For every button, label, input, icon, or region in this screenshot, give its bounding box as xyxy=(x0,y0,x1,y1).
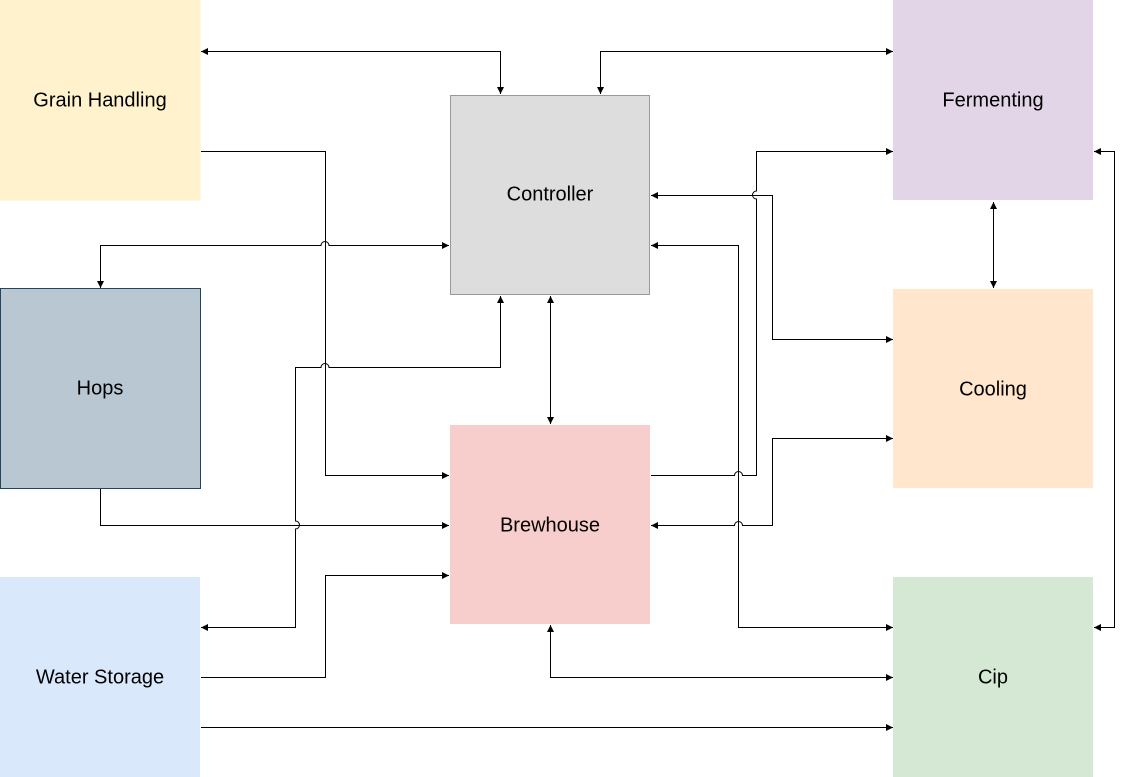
node-cooling-label: Cooling xyxy=(959,378,1027,400)
node-fermenting[interactable]: Fermenting xyxy=(893,0,1093,200)
edge-cooling-brewhouse xyxy=(651,435,893,529)
edge-controller-cooling xyxy=(651,192,893,343)
node-grain-handling-box xyxy=(0,0,201,201)
edge-brewhouse-cip xyxy=(547,625,893,681)
node-cip-label: Cip xyxy=(978,666,1008,688)
edge-hops-brewhouse xyxy=(100,489,449,529)
node-cooling-box xyxy=(893,289,1093,488)
node-controller[interactable]: Controller xyxy=(450,95,650,295)
node-brewhouse[interactable]: Brewhouse xyxy=(450,425,650,624)
edge-controller-fermenting xyxy=(597,48,893,94)
edge-grain-handling-controller xyxy=(201,48,504,94)
node-fermenting-label: Fermenting xyxy=(942,89,1043,111)
edge-fermenting-cip xyxy=(1094,148,1115,631)
node-hops[interactable]: Hops xyxy=(0,288,201,489)
edge-controller-hops xyxy=(97,241,449,288)
connectors xyxy=(97,48,1115,731)
node-cooling[interactable]: Cooling xyxy=(893,289,1093,488)
node-hops-box xyxy=(0,288,201,489)
node-grain-handling-label: Grain Handling xyxy=(33,89,166,111)
node-water-storage-box xyxy=(0,577,200,777)
edge-grain-handling-brewhouse xyxy=(201,151,449,479)
node-brewhouse-label: Brewhouse xyxy=(500,514,600,536)
node-cip[interactable]: Cip xyxy=(893,577,1093,777)
node-water-storage-label: Water Storage xyxy=(36,666,164,688)
node-controller-box xyxy=(450,95,650,295)
edge-water-storage-brewhouse xyxy=(201,572,449,678)
node-fermenting-box xyxy=(893,0,1093,200)
node-cip-box xyxy=(893,577,1093,777)
node-grain-handling[interactable]: Grain Handling xyxy=(0,0,201,201)
node-water-storage[interactable]: Water Storage xyxy=(0,577,200,777)
node-controller-label: Controller xyxy=(507,183,594,205)
node-hops-label: Hops xyxy=(77,377,124,399)
edge-controller-water-storage xyxy=(201,296,504,631)
